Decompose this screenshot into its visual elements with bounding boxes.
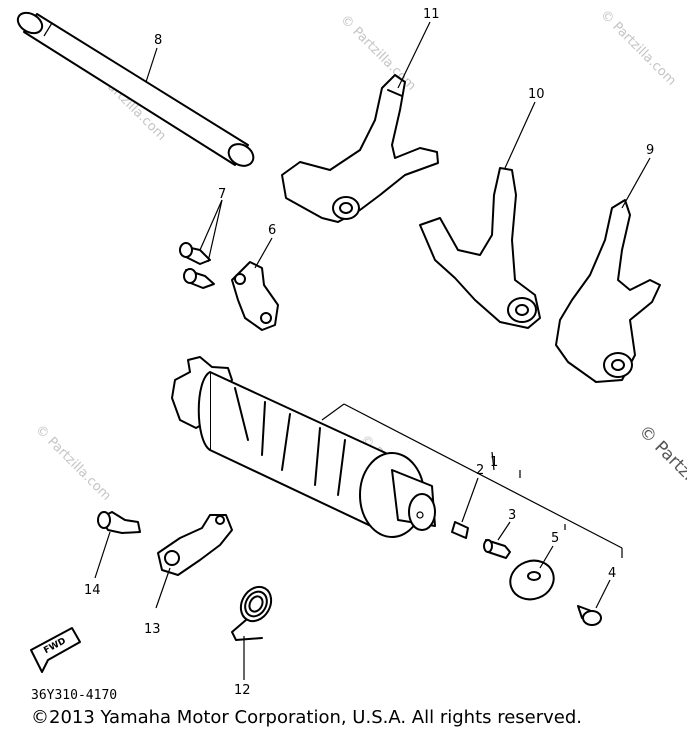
screws-7 xyxy=(179,242,215,289)
shift-fork-11 xyxy=(281,74,439,223)
callout-4: 4 xyxy=(608,566,616,581)
stopper-plate-6 xyxy=(231,261,279,331)
callout-11: 11 xyxy=(423,7,440,22)
callout-13: 13 xyxy=(144,622,161,637)
callout-5: 5 xyxy=(551,531,559,546)
callout-2: 2 xyxy=(476,463,484,478)
callout-12: 12 xyxy=(234,683,251,698)
part-code: 36Y310-4170 xyxy=(31,688,117,703)
watermark: © Partzilla.com xyxy=(634,421,687,528)
pin-3 xyxy=(483,539,511,559)
shift-fork-10 xyxy=(419,167,541,329)
callout-labels: 1 2 3 4 5 6 7 8 9 10 11 12 13 14 xyxy=(84,7,654,698)
shift-drum-1 xyxy=(171,356,436,538)
callout-9: 9 xyxy=(646,143,654,158)
callout-14: 14 xyxy=(84,583,101,598)
bolt-14 xyxy=(97,511,141,534)
callout-3: 3 xyxy=(508,508,516,523)
washer-5 xyxy=(509,559,555,601)
callout-10: 10 xyxy=(528,87,545,102)
segment-lever-13 xyxy=(157,514,233,576)
watermark: © Partzilla.com xyxy=(597,7,679,89)
copyright-notice: ©2013 Yamaha Motor Corporation, U.S.A. A… xyxy=(31,707,583,728)
shift-fork-shaft xyxy=(16,11,255,167)
callout-8: 8 xyxy=(154,33,162,48)
watermark: © Partzilla.com xyxy=(32,422,114,504)
watermark: © Partzilla.com xyxy=(337,12,419,94)
screw-4 xyxy=(577,605,602,626)
callout-6: 6 xyxy=(268,223,276,238)
callout-1: 1 xyxy=(490,455,498,470)
callout-7: 7 xyxy=(218,187,226,202)
shift-fork-9 xyxy=(555,199,661,383)
spring-12 xyxy=(231,585,273,641)
leader-lines xyxy=(94,21,651,680)
forward-arrow-icon: FWD xyxy=(30,627,81,673)
pin-2 xyxy=(451,521,469,539)
